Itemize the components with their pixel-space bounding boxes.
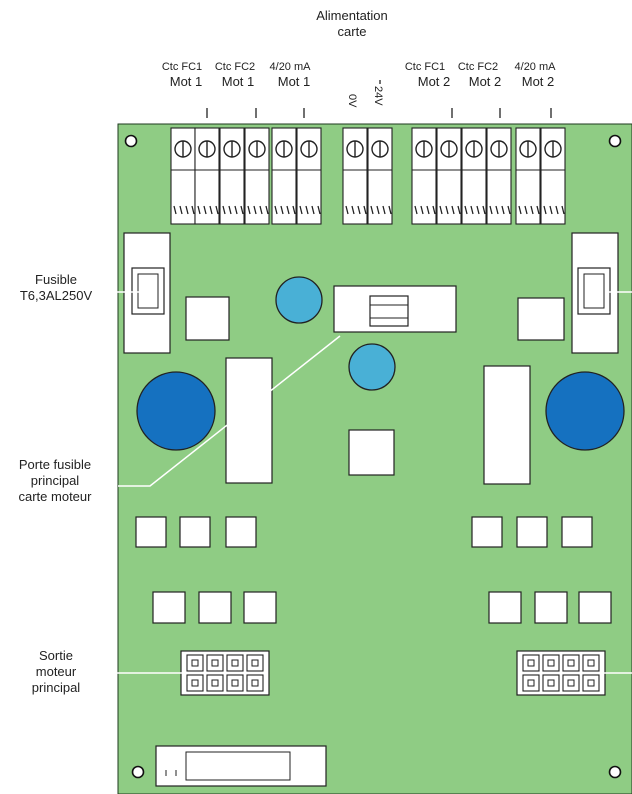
terminal-screw [271,127,297,225]
terminal-screw [296,127,322,225]
terminal-label-mot2-fc1-top: Ctc FC1 [405,61,445,73]
terminal-label-0v: 0V [346,94,358,108]
terminal-label-mot1-fc2-bottom: Mot 1 [222,74,255,89]
terminal-screw [367,127,393,225]
callout-fuse-line1: Fusible [35,272,77,287]
connector-pin [246,674,264,692]
callout-fuse-line2: T6,3AL250V [20,288,93,303]
connector-pin [582,654,600,672]
terminal-screw [170,127,196,225]
terminal-label-mot1-fc2-top: Ctc FC2 [215,61,255,73]
capacitor-small-1 [275,276,323,324]
terminal-screw [194,127,220,225]
connector-pin [226,674,244,692]
terminal-label-mot1-ma-top: 4/20 mA [270,61,312,73]
capacitor-large-right [545,371,625,451]
terminal-screw [436,127,462,225]
square-component [348,429,395,476]
connector-pin [522,674,540,692]
terminal-screw [244,127,270,225]
connector-pin [542,654,560,672]
terminal-screw [219,127,245,225]
leader-main-fuse-holder [118,335,341,487]
component-row-right-lower [488,591,612,624]
mounting-hole-bottom-right [608,765,622,779]
connector-pin [186,654,204,672]
component-row-left-upper [135,516,257,548]
connector-pin [206,674,224,692]
square-component [517,297,565,341]
connector-pin [542,674,560,692]
terminal-screw [342,127,368,225]
connector-pin [562,674,580,692]
fuse-holder-right [571,232,619,354]
terminal-label-mot1-fc1-bottom: Mot 1 [170,74,203,89]
connector-pin [562,654,580,672]
terminal-label-mot2-ma-bottom: Mot 2 [522,74,555,89]
component-row-right-upper [471,516,593,548]
terminal-screw [486,127,512,225]
connector-pin [186,674,204,692]
terminal-label-24v: 24V [372,86,384,106]
connector-pin [582,674,600,692]
connector-pin [522,654,540,672]
terminal-label-mot2-fc2-top: Ctc FC2 [458,61,498,73]
terminal-label-mot1-ma-bottom: Mot 1 [278,74,311,89]
mounting-hole-top-right [608,134,622,148]
mounting-hole-bottom-left [131,765,145,779]
capacitor-large-left [136,371,216,451]
callout-holder-line2: principal [31,473,80,488]
fuse-holder-left [123,232,171,354]
square-component [185,296,230,341]
motor-connector-left [180,650,270,696]
terminal-screw [515,127,541,225]
terminal-screw [540,127,566,225]
header-line1: Alimentation [316,8,388,23]
callout-output-line1: Sortie [39,648,73,663]
terminal-block-strip [170,127,566,225]
terminal-screw [411,127,437,225]
bottom-connector-bar [155,745,327,787]
callout-holder-line3: carte moteur [19,489,93,504]
terminal-label-mot1-fc1-top: Ctc FC1 [162,61,202,73]
callout-output-line3: principal [32,680,81,695]
connector-pin [206,654,224,672]
main-fuse-holder [333,285,457,333]
mounting-hole-top-left [124,134,138,148]
component-row-left-lower [152,591,277,624]
motor-connector-right [516,650,606,696]
callout-holder-line1: Porte fusible [19,457,91,472]
terminal-screw [461,127,487,225]
terminal-label-mot2-ma-top: 4/20 mA [515,61,557,73]
header-line2: carte [338,24,367,39]
capacitor-small-2 [348,343,396,391]
terminal-label-mot2-fc2-bottom: Mot 2 [469,74,502,89]
terminal-tick-marks [206,80,552,118]
terminal-label-mot2-fc1-bottom: Mot 2 [418,74,451,89]
callout-output-line2: moteur [36,664,77,679]
connector-pin [246,654,264,672]
connector-pin [226,654,244,672]
relay-right [483,365,531,485]
